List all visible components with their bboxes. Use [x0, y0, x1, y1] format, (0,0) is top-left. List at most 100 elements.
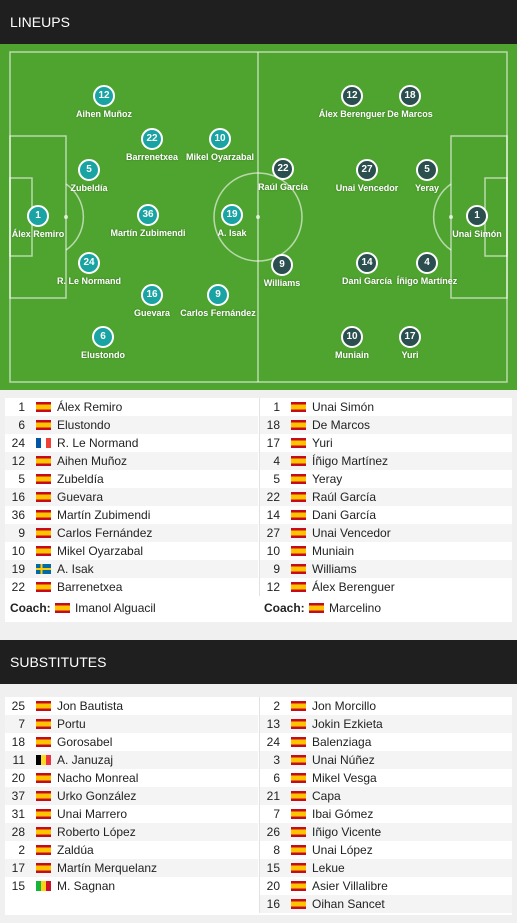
- player-name[interactable]: M. Sagnan: [57, 879, 116, 893]
- player-name[interactable]: Yeray: [312, 472, 343, 486]
- player-name[interactable]: Unai Núñez: [312, 753, 375, 767]
- player-name[interactable]: Martín Zubimendi: [57, 508, 151, 522]
- player-name[interactable]: Zaldúa: [57, 843, 94, 857]
- player-name[interactable]: Carlos Fernández: [57, 526, 153, 540]
- player-name[interactable]: Mikel Vesga: [312, 771, 377, 785]
- player-name[interactable]: De Marcos: [312, 418, 371, 432]
- player-name[interactable]: Williams: [312, 562, 357, 576]
- player-name[interactable]: Muniain: [312, 544, 355, 558]
- player-name[interactable]: A. Januzaj: [57, 753, 114, 767]
- player-name[interactable]: Dani García: [312, 508, 377, 522]
- player-name[interactable]: Elustondo: [57, 418, 111, 432]
- player-name[interactable]: Zubeldía: [57, 472, 104, 486]
- away-coach-name[interactable]: Marcelino: [329, 601, 382, 615]
- player-name[interactable]: Unai Marrero: [57, 807, 128, 821]
- player-name[interactable]: Barrenetxea: [57, 580, 123, 594]
- player-name[interactable]: Asier Villalibre: [312, 879, 388, 893]
- player-name[interactable]: Jon Bautista: [57, 699, 124, 713]
- player-name[interactable]: Balenziaga: [312, 735, 372, 749]
- player-name[interactable]: Guevara: [57, 490, 104, 504]
- player-name[interactable]: Aihen Muñoz: [57, 454, 128, 468]
- player-name[interactable]: Mikel Oyarzabal: [57, 544, 144, 558]
- player-name[interactable]: Álex Remiro: [57, 400, 123, 414]
- player-name[interactable]: Unai Simón: [312, 400, 375, 414]
- player-name[interactable]: Gorosabel: [57, 735, 113, 749]
- player-name[interactable]: Íñigo Martínez: [312, 454, 389, 468]
- player-name[interactable]: Álex Berenguer: [312, 580, 395, 594]
- player-name[interactable]: Roberto López: [57, 825, 136, 839]
- player-name[interactable]: R. Le Normand: [57, 436, 139, 450]
- player-name[interactable]: Oihan Sancet: [312, 897, 385, 911]
- player-name[interactable]: Iñigo Vicente: [312, 825, 382, 839]
- home-coach-name[interactable]: Imanol Alguacil: [75, 601, 156, 615]
- player-name[interactable]: Urko González: [57, 789, 137, 803]
- player-name[interactable]: Capa: [312, 789, 341, 803]
- player-name[interactable]: Lekue: [312, 861, 345, 875]
- player-name[interactable]: Nacho Monreal: [57, 771, 139, 785]
- player-name[interactable]: Ibai Gómez: [312, 807, 374, 821]
- player-name[interactable]: Portu: [57, 717, 86, 731]
- player-name[interactable]: Jon Morcillo: [312, 699, 377, 713]
- player-name[interactable]: Jokin Ezkieta: [312, 717, 383, 731]
- player-name[interactable]: Raúl García: [312, 490, 377, 504]
